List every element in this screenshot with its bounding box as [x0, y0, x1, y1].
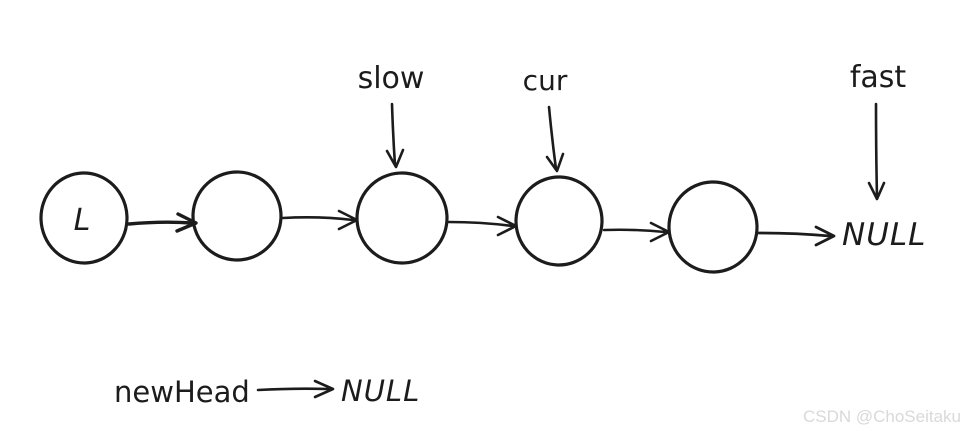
tail-null-label: NULL — [842, 217, 926, 253]
arrow-node4-to-node5 — [602, 221, 671, 243]
pointer-cur-arrow — [545, 105, 565, 173]
node-4-circle — [514, 175, 604, 267]
newhead-label: newHead — [114, 375, 250, 409]
pointer-fast-label: fast — [850, 60, 907, 95]
pointer-fast-arrow — [867, 102, 886, 201]
node-3-circle — [355, 171, 449, 265]
node-head-label: L — [74, 203, 91, 238]
arrow-node2-to-node3 — [281, 209, 359, 231]
arrow-node5-to-null — [757, 225, 836, 247]
pointer-cur: cur — [523, 64, 568, 173]
pointer-slow-arrow — [385, 102, 405, 169]
pointer-fast: fast — [850, 60, 907, 201]
node-head-circle — [39, 171, 129, 265]
watermark: CSDN @ChoSeitaku — [803, 407, 961, 426]
node-5-circle — [667, 180, 759, 274]
arrow-node3-to-node4 — [447, 215, 518, 237]
newhead-arrow — [256, 379, 335, 399]
node-2 — [191, 170, 283, 262]
node-5 — [667, 180, 759, 274]
pointer-slow-label: slow — [358, 61, 425, 96]
newhead-row: newHead NULL — [114, 374, 420, 409]
node-head: L — [39, 171, 129, 265]
node-4 — [514, 175, 604, 267]
newhead-null-label: NULL — [341, 374, 420, 408]
arrow-head-to-node2 — [127, 212, 198, 233]
pointer-cur-label: cur — [523, 64, 568, 97]
pointer-slow: slow — [358, 61, 425, 169]
node-3 — [355, 171, 449, 265]
node-2-circle — [191, 170, 283, 262]
